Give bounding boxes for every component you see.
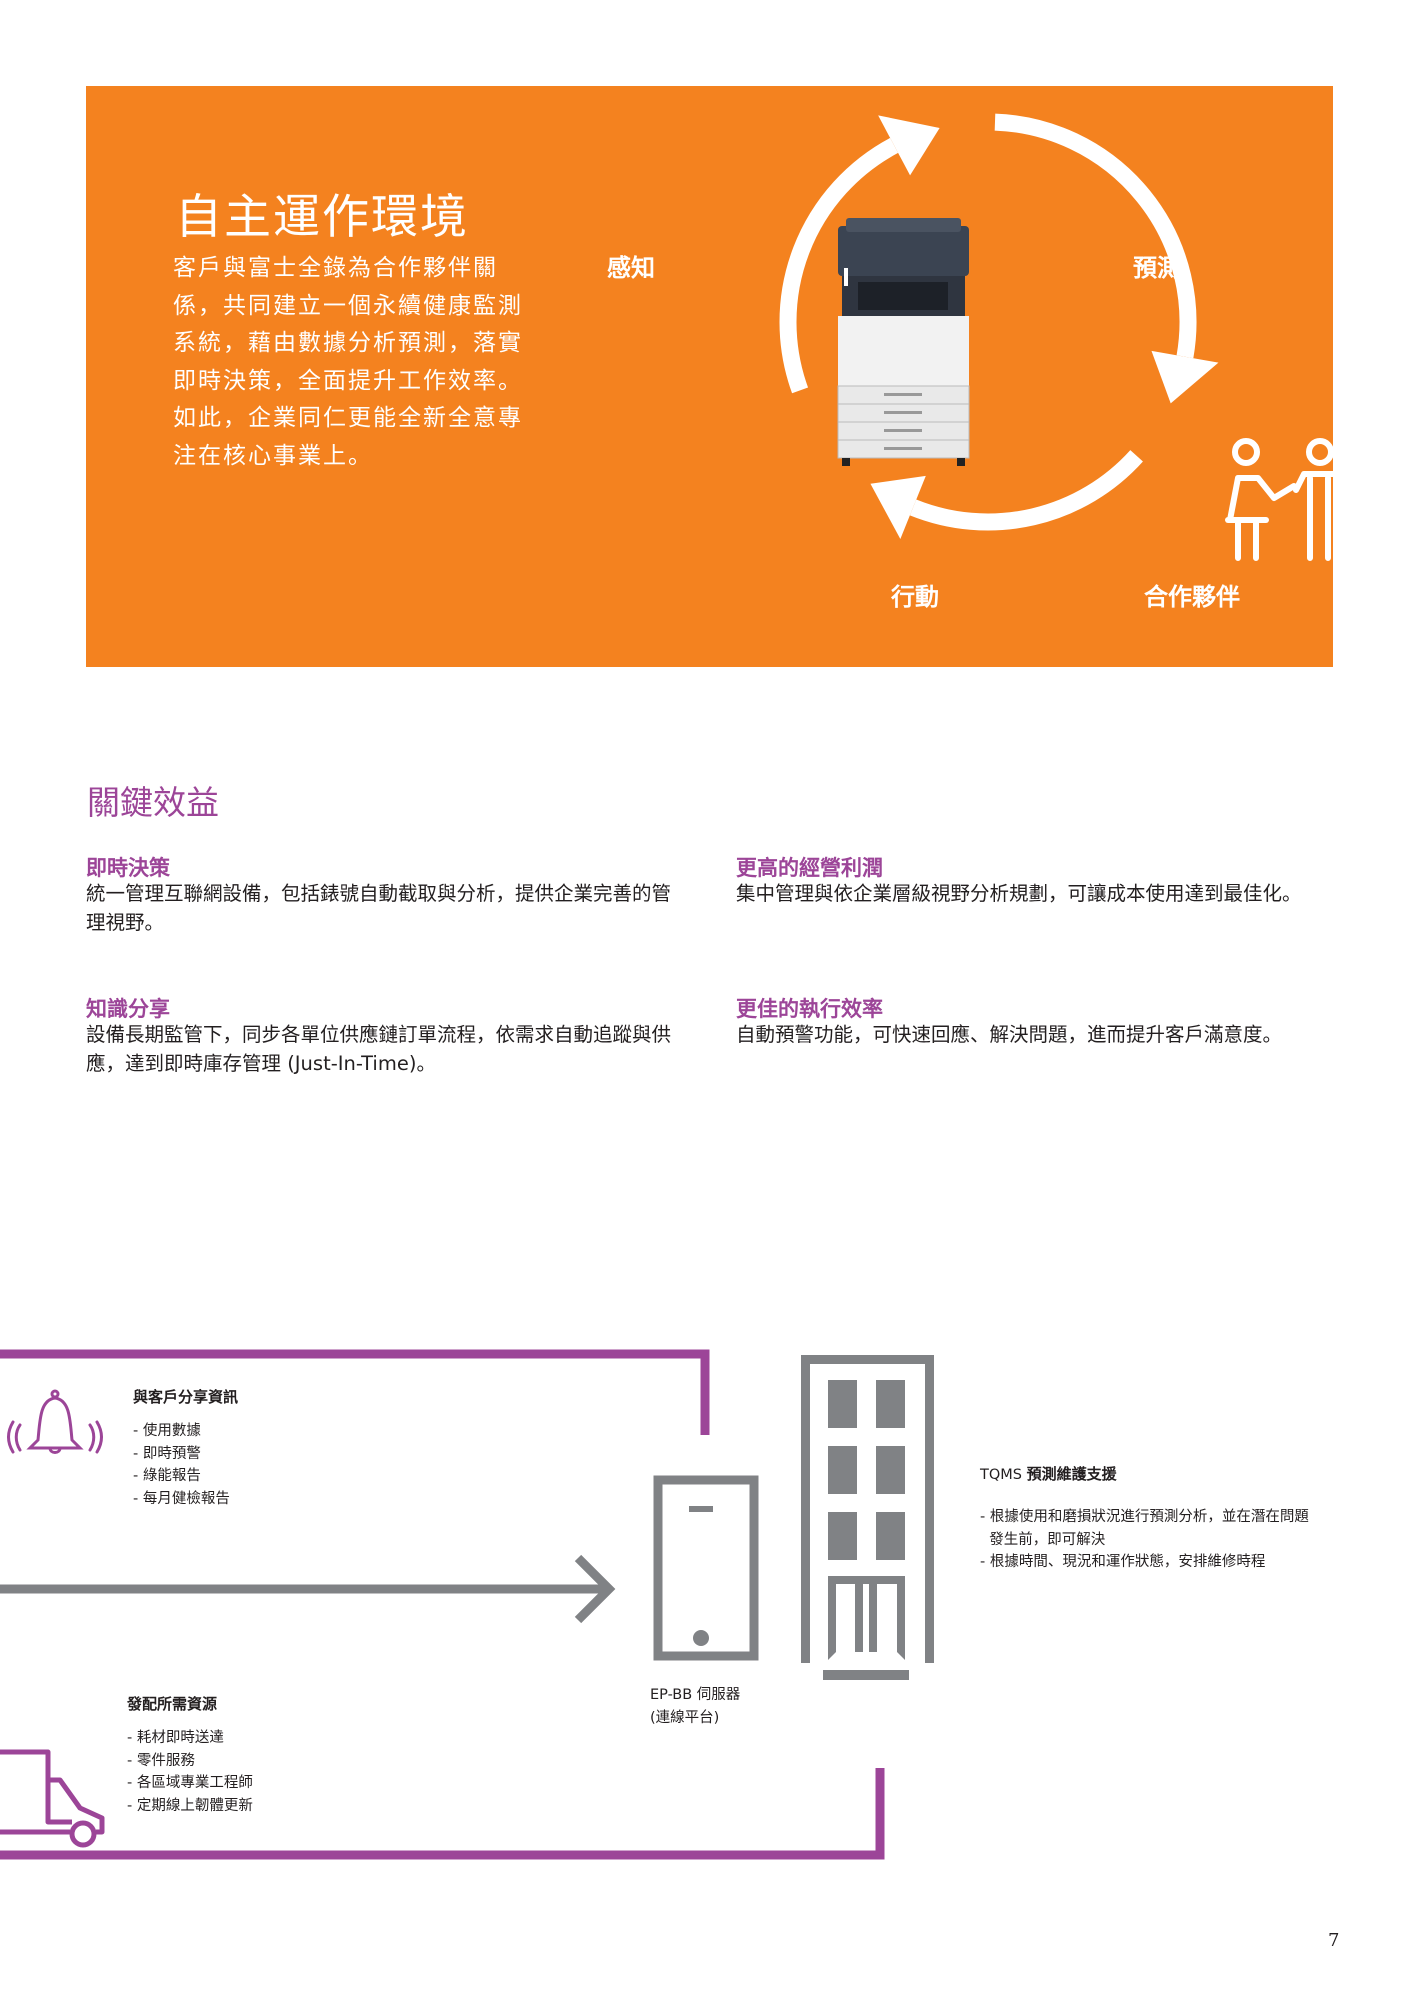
- server-label: EP-BB 伺服器 (連線平台): [650, 1684, 740, 1729]
- benefit-text: 自動預警功能，可快速回應、解決問題，進而提升客戶滿意度。: [736, 1023, 1283, 1046]
- dispatch-heading: 發配所需資源: [127, 1695, 218, 1713]
- share-item: - 使用數據: [133, 1423, 201, 1439]
- hero-body-line: 注在核心事業上。: [173, 442, 373, 469]
- share-item: - 即時預警: [133, 1445, 201, 1462]
- benefit-heading: 知識分享: [86, 997, 170, 1021]
- hero-body-line: 系統，藉由數據分析預測，落實: [173, 330, 523, 356]
- benefit-text: 集中管理與依企業層級視野分析規劃，可讓成本使用達到最佳化。: [736, 882, 1302, 905]
- bell-icon: [7, 1389, 103, 1454]
- dispatch-item: - 各區域專業工程師: [127, 1775, 253, 1791]
- hero-body-line: 如此，企業同仁更能全新全意專: [173, 405, 523, 431]
- truck-icon: [0, 1749, 105, 1848]
- benefit-text: 統一管理互聯網設備，包括錶號自動截取與分析，提供企業完善的管理視野。: [86, 882, 672, 934]
- server-icon: [653, 1475, 759, 1661]
- cycle-arc: [779, 137, 899, 394]
- tqms-item: 發生前，即可解決: [980, 1531, 1106, 1548]
- cycle-label-act: 行動: [891, 583, 939, 611]
- share-item: - 每月健檢報告: [133, 1490, 230, 1507]
- server-label-line: (連線平台): [650, 1709, 720, 1726]
- share-list: - 使用數據 - 即時預警 - 綠能報告 - 每月健檢報告: [133, 1420, 230, 1510]
- benefit-heading: 更佳的執行效率: [736, 997, 883, 1021]
- dispatch-list: - 耗材即時送達 - 零件服務 - 各區域專業工程師 - 定期線上韌體更新: [127, 1727, 253, 1817]
- tqms-heading: TQMS 預測維護支援: [980, 1463, 1117, 1487]
- hero-panel: 自主運作環境 客戶與富士全錄為合作夥伴關 係，共同建立一個永續健康監測 系統，藉…: [86, 86, 1333, 667]
- hero-title: 自主運作環境: [175, 190, 469, 245]
- cycle-label-predict: 預測: [1133, 254, 1181, 282]
- page-number: 7: [1328, 1930, 1340, 1951]
- server-label-line: EP-BB 伺服器: [650, 1687, 741, 1703]
- cycle-arrowhead-icon: [1151, 350, 1219, 404]
- hero-body-line: 係，共同建立一個永續健康監測: [173, 292, 523, 319]
- tqms-item: - 根據使用和磨損狀況進行預測分析，並在潛在問題: [980, 1509, 1309, 1525]
- cycle-arrowhead-icon: [878, 115, 940, 176]
- dispatch-item: - 耗材即時送達: [127, 1730, 224, 1746]
- purple-top-bracket: [0, 1349, 710, 1435]
- building-icon: [801, 1355, 934, 1680]
- cycle-arrows-icon: [779, 113, 1333, 561]
- partner-icon: [1225, 438, 1333, 561]
- workflow-diagram: [0, 1349, 934, 1860]
- cycle-label-partner: 合作夥伴: [1144, 583, 1240, 611]
- tqms-list: - 根據使用和磨損狀況進行預測分析，並在潛在問題 發生前，即可解決 - 根據時間…: [980, 1506, 1309, 1574]
- arrow-right-icon: [0, 1554, 616, 1624]
- purple-bottom-bracket: [0, 1768, 885, 1860]
- share-item: - 綠能報告: [133, 1468, 201, 1484]
- dispatch-item: - 零件服務: [127, 1752, 195, 1769]
- benefit-heading: 更高的經營利潤: [736, 856, 883, 880]
- printer-icon: [837, 218, 970, 466]
- cycle-arc: [994, 113, 1197, 359]
- tqms-heading-title: 預測維護支援: [1026, 1465, 1117, 1483]
- benefits-title: 關鍵效益: [87, 783, 219, 822]
- benefit-text: 設備長期監管下，同步各單位供應鏈訂單流程，依需求自動追蹤與供應，達到即時庫存管理…: [86, 1023, 672, 1075]
- tqms-item: - 根據時間、現況和運作狀態，安排維修時程: [980, 1554, 1266, 1570]
- cycle-arc: [909, 450, 1143, 531]
- tqms-heading-prefix: TQMS: [980, 1467, 1027, 1483]
- cycle-label-sense: 感知: [607, 254, 655, 282]
- dispatch-item: - 定期線上韌體更新: [127, 1797, 253, 1814]
- benefit-heading: 即時決策: [86, 856, 170, 880]
- share-heading: 與客戶分享資訊: [133, 1388, 239, 1406]
- cycle-arrowhead-icon: [870, 475, 926, 539]
- hero-body: 客戶與富士全錄為合作夥伴關 係，共同建立一個永續健康監測 系統，藉由數據分析預測…: [173, 250, 533, 475]
- hero-body-line: 即時決策，全面提升工作效率。: [173, 367, 523, 394]
- hero-body-line: 客戶與富士全錄為合作夥伴關: [173, 255, 498, 281]
